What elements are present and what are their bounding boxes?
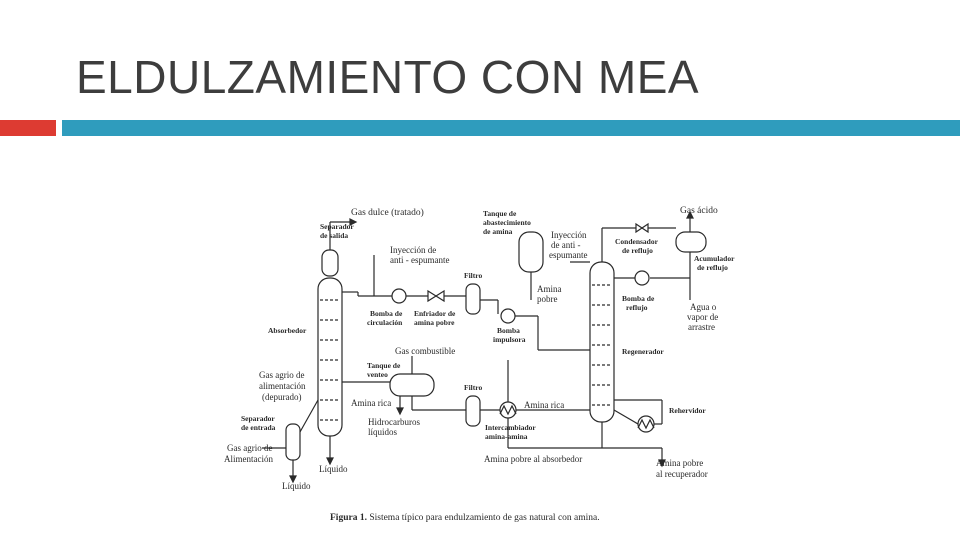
label-agua-1: Agua o bbox=[690, 302, 717, 312]
regenerator-column bbox=[589, 261, 615, 423]
label-rehervidor: Rehervidor bbox=[669, 406, 706, 415]
label-inyeccion-2a: Inyección bbox=[551, 230, 587, 240]
label-absorbedor: Absorbedor bbox=[268, 326, 307, 335]
label-inyeccion-2c: espumante bbox=[549, 250, 588, 260]
label-agua-3: arrastre bbox=[688, 322, 715, 332]
label-amina-pobre-2: pobre bbox=[537, 294, 558, 304]
label-gas-agrio-1: Gas agrio de bbox=[227, 443, 272, 453]
label-amina-pobre-1: Amina bbox=[537, 284, 562, 294]
label-tanque-venteo-1: Tanque de bbox=[367, 361, 401, 370]
label-bomba-circ-2: circulación bbox=[367, 318, 403, 327]
label-regenerador: Regenerador bbox=[622, 347, 664, 356]
figure-caption: Figura 1. Sistema típico para endulzamie… bbox=[330, 513, 600, 523]
label-tanque-abast-1: Tanque de bbox=[483, 209, 517, 218]
label-tanque-abast-2: abastecimiento bbox=[483, 218, 531, 227]
label-inyeccion-1b: anti - espumante bbox=[390, 255, 449, 265]
reflux-pump bbox=[634, 270, 650, 286]
accent-bar-blue bbox=[62, 120, 960, 136]
inlet-separator bbox=[285, 423, 301, 461]
label-enfriador-1: Enfriador de bbox=[414, 309, 456, 318]
label-gas-acido: Gas ácido bbox=[680, 206, 718, 216]
cooler-valve bbox=[427, 289, 438, 303]
filter-rich-amine bbox=[465, 395, 481, 427]
label-hidrocarburos-2: líquidos bbox=[368, 427, 398, 437]
label-acumulador-1: Acumulador bbox=[694, 254, 735, 263]
amine-supply-tank bbox=[518, 231, 544, 273]
flash-tank bbox=[389, 373, 435, 397]
label-filtro-1: Filtro bbox=[464, 271, 482, 280]
label-inyeccion-1a: Inyección de bbox=[390, 245, 436, 255]
label-sep-entrada-2: de entrada bbox=[241, 423, 276, 432]
accent-bar-red bbox=[0, 120, 56, 136]
label-bomba-reflujo-1: Bomba de bbox=[622, 294, 655, 303]
outlet-separator bbox=[321, 249, 339, 277]
label-tanque-venteo-2: venteo bbox=[367, 370, 388, 379]
absorber-column bbox=[317, 277, 343, 437]
label-enfriador-2: amina pobre bbox=[414, 318, 455, 327]
label-agua-2: vapor de bbox=[687, 312, 718, 322]
label-gas-agrio-2: Alimentación bbox=[224, 454, 273, 464]
reflux-accumulator bbox=[675, 231, 707, 253]
filter-lean-amine bbox=[465, 283, 481, 315]
label-amina-pobre-absorbedor: Amina pobre al absorbedor bbox=[484, 454, 582, 464]
label-separador-salida-2: de salida bbox=[320, 231, 348, 240]
label-bomba-imp-1: Bomba bbox=[497, 326, 520, 335]
label-tanque-abast-3: de amina bbox=[483, 227, 513, 236]
label-intercambiador-2: amina-amina bbox=[485, 432, 528, 441]
condenser-valve bbox=[635, 222, 644, 234]
label-gas-combustible: Gas combustible bbox=[395, 346, 455, 356]
label-liquido-2: Líquido bbox=[282, 481, 311, 491]
label-bomba-imp-2: impulsora bbox=[493, 335, 526, 344]
label-gas-agrio-alim-1: Gas agrio de bbox=[259, 370, 304, 380]
label-hidrocarburos-1: Hidrocarburos bbox=[368, 417, 420, 427]
label-amina-rica-1: Amina rica bbox=[351, 398, 391, 408]
label-gas-agrio-alim-2: alimentación bbox=[259, 381, 306, 391]
label-condensador-1: Condensador bbox=[615, 237, 659, 246]
label-amina-pobre-recup-2: al recuperador bbox=[656, 469, 708, 479]
label-gas-dulce: Gas dulce (tratado) bbox=[351, 207, 424, 218]
caption-text: Sistema típico para endulzamiento de gas… bbox=[366, 513, 600, 523]
label-sep-entrada-1: Separador bbox=[241, 414, 275, 423]
label-inyeccion-2b: de anti - bbox=[551, 240, 581, 250]
label-bomba-circ-1: Bomba de bbox=[370, 309, 403, 318]
label-amina-pobre-recup-1: Amina pobre bbox=[656, 458, 703, 468]
label-condensador-2: de reflujo bbox=[622, 246, 653, 255]
label-liquido-1: Líquido bbox=[319, 464, 348, 474]
label-amina-rica-2: Amina rica bbox=[524, 400, 564, 410]
label-bomba-reflujo-2: reflujo bbox=[626, 303, 648, 312]
label-separador-salida-1: Separador bbox=[320, 222, 354, 231]
circulation-pump bbox=[391, 288, 407, 304]
label-acumulador-2: de reflujo bbox=[697, 263, 728, 272]
caption-bold: Figura 1. bbox=[330, 513, 367, 523]
label-gas-agrio-alim-3: (depurado) bbox=[262, 392, 301, 402]
label-intercambiador-1: Intercambiador bbox=[485, 423, 536, 432]
slide-title: ELDULZAMIENTO CON MEA bbox=[76, 51, 700, 103]
booster-pump bbox=[500, 308, 516, 324]
label-filtro-2: Filtro bbox=[464, 383, 482, 392]
